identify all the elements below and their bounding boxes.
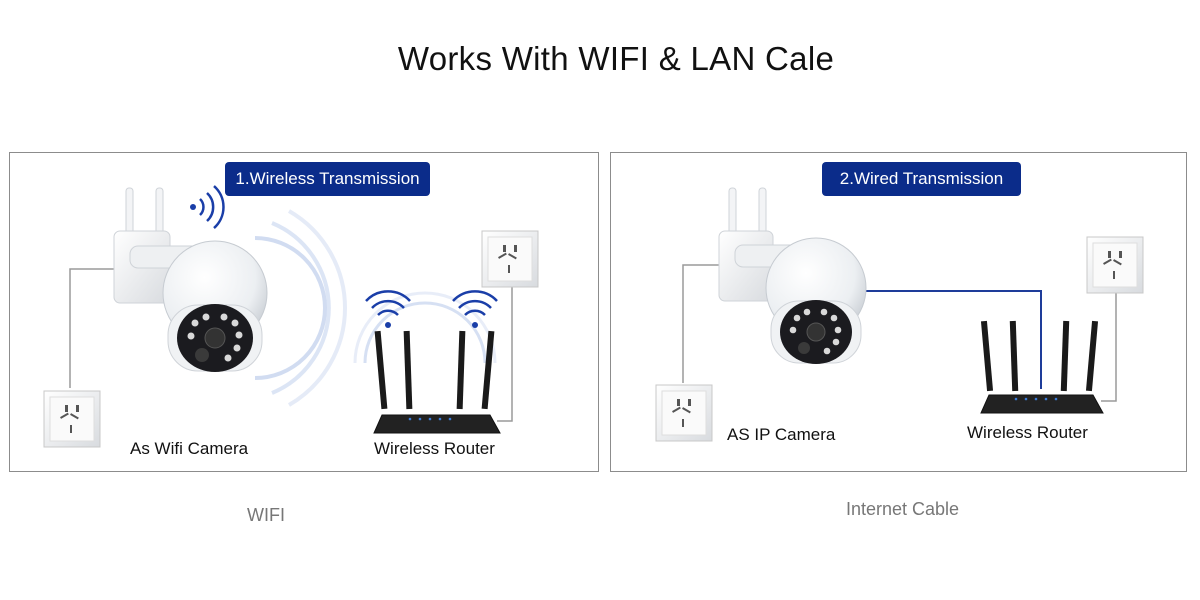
wifi-signal-icon [190,185,225,229]
router-power-cable [497,283,513,422]
router-icon [980,320,1104,414]
power-cable [69,268,115,388]
wired-transmission-badge: 2.Wired Transmission [822,162,1021,196]
wired-diagram-graphics [655,187,1144,442]
router-power-cable [1101,293,1117,402]
power-outlet-icon [655,384,713,442]
wireless-transmission-panel: 1.Wireless Transmission [9,152,599,472]
wifi-caption: WIFI [247,505,285,525]
network-cable [866,290,1042,389]
camera-icon [113,187,268,372]
router-icon [353,290,501,434]
camera-label: As Wifi Camera [130,439,249,458]
internet-cable-caption: Internet Cable [846,499,960,519]
power-outlet-icon [1086,236,1144,294]
router-label: Wireless Router [374,439,495,458]
wireless-diagram-graphics [43,185,539,448]
camera-label: AS IP Camera [727,425,836,444]
power-cable [682,264,721,383]
camera-icon [718,187,867,364]
camera-signal-icon [254,209,347,407]
wired-transmission-panel: 2.Wired Transmission [610,152,1187,472]
power-outlet-icon [481,230,539,288]
page-title: Works With WIFI & LAN Cale [397,40,835,77]
power-outlet-icon [43,390,101,448]
router-label: Wireless Router [967,423,1088,442]
wireless-transmission-badge: 1.Wireless Transmission [225,162,430,196]
